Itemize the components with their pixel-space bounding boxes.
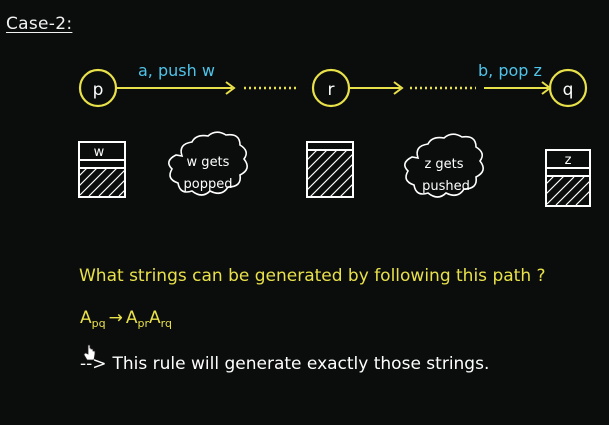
rule-note: -->This rule will generate exactly those… <box>80 354 489 374</box>
state-r-label: r <box>328 80 335 100</box>
cloud-2-line2: pushed <box>422 179 470 194</box>
grammar-rule: Apq→AprArq <box>80 308 172 330</box>
transition-r-q: b, pop z <box>349 61 552 95</box>
rule-rhs2-sub: rq <box>160 317 172 330</box>
state-p: p <box>78 68 118 108</box>
transition-p-r: a, push w <box>116 61 298 95</box>
rule-rhs2: A <box>149 308 161 328</box>
hand-cursor-icon <box>83 344 96 361</box>
rule-rhs1-sub: pr <box>137 317 150 330</box>
cloud-2-line1: z gets <box>424 157 463 172</box>
rule-arrow: → <box>108 308 123 328</box>
stack-1: w <box>78 141 126 198</box>
stack-2 <box>306 141 354 198</box>
cloud-z-gets-pushed: z gets pushed <box>404 133 484 198</box>
cloud-w-gets-popped: w gets popped <box>168 131 248 196</box>
question-text: What strings can be generated by followi… <box>79 266 546 286</box>
cloud-1-line1: w gets <box>187 155 230 170</box>
note-prefix: --> <box>80 354 107 374</box>
state-q-label: q <box>563 80 574 100</box>
rule-rhs1: A <box>125 308 138 328</box>
note-text: This rule will generate exactly those st… <box>112 354 490 374</box>
state-q: q <box>548 68 588 108</box>
stack-3: z <box>545 149 591 207</box>
rule-lhs-sub: pq <box>91 317 106 330</box>
state-p-label: p <box>93 80 104 100</box>
cloud-1-line2: popped <box>184 177 233 192</box>
rule-lhs: A <box>80 308 92 328</box>
case-title: Case-2: <box>6 14 73 34</box>
transition-r-q-label: b, pop z <box>478 61 542 80</box>
transition-p-r-label: a, push w <box>138 61 215 80</box>
stack-1-top-symbol: w <box>94 145 105 160</box>
stack-3-top-symbol: z <box>565 153 572 168</box>
state-r: r <box>311 68 351 108</box>
